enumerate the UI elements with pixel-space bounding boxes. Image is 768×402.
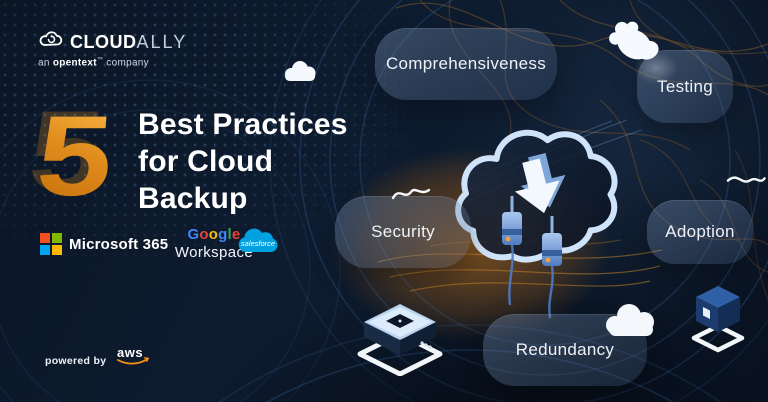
google-workspace-logo: Google Workspace	[166, 226, 262, 261]
cloudally-logo-icon	[38, 30, 64, 54]
practice-pill-comprehensiveness: Comprehensiveness	[375, 28, 557, 100]
svg-text:aws: aws	[117, 345, 143, 360]
brand-tagline: an opentext™ company	[38, 57, 149, 69]
plug-cables	[502, 196, 562, 319]
microsoft-squares-icon	[40, 233, 62, 255]
headline-title: Best Practices for Cloud Backup	[138, 108, 348, 215]
salesforce-logo: salesforce	[233, 224, 285, 265]
download-arrow-icon	[514, 152, 566, 214]
powered-by-aws: powered by aws	[45, 344, 154, 371]
cloud-icon-redundancy	[601, 295, 659, 345]
practice-pill-testing: Testing	[637, 50, 733, 123]
microsoft-365-logo: Microsoft 365	[40, 233, 168, 255]
svg-text:salesforce: salesforce	[241, 239, 275, 248]
server-platform-icon	[352, 294, 448, 381]
aws-logo: aws	[114, 344, 154, 371]
cloudally-logo: CLOUDALLY an opentext™ company	[38, 30, 187, 68]
practice-pill-redundancy: Redundancy	[483, 314, 647, 386]
cloud-backup-illustration	[438, 98, 638, 325]
practice-pill-security: Security	[335, 196, 471, 268]
squiggle-icon-adoption	[724, 166, 768, 200]
google-wordmark: Google	[187, 226, 241, 243]
squiggle-icon-security	[391, 185, 433, 208]
hand-cursor-icon	[595, 10, 664, 80]
cube-icon	[686, 280, 750, 359]
brand-wordmark: CLOUDALLY	[70, 31, 188, 52]
practice-pill-adoption: Adoption	[647, 200, 753, 264]
small-cloud-icon	[279, 57, 319, 89]
